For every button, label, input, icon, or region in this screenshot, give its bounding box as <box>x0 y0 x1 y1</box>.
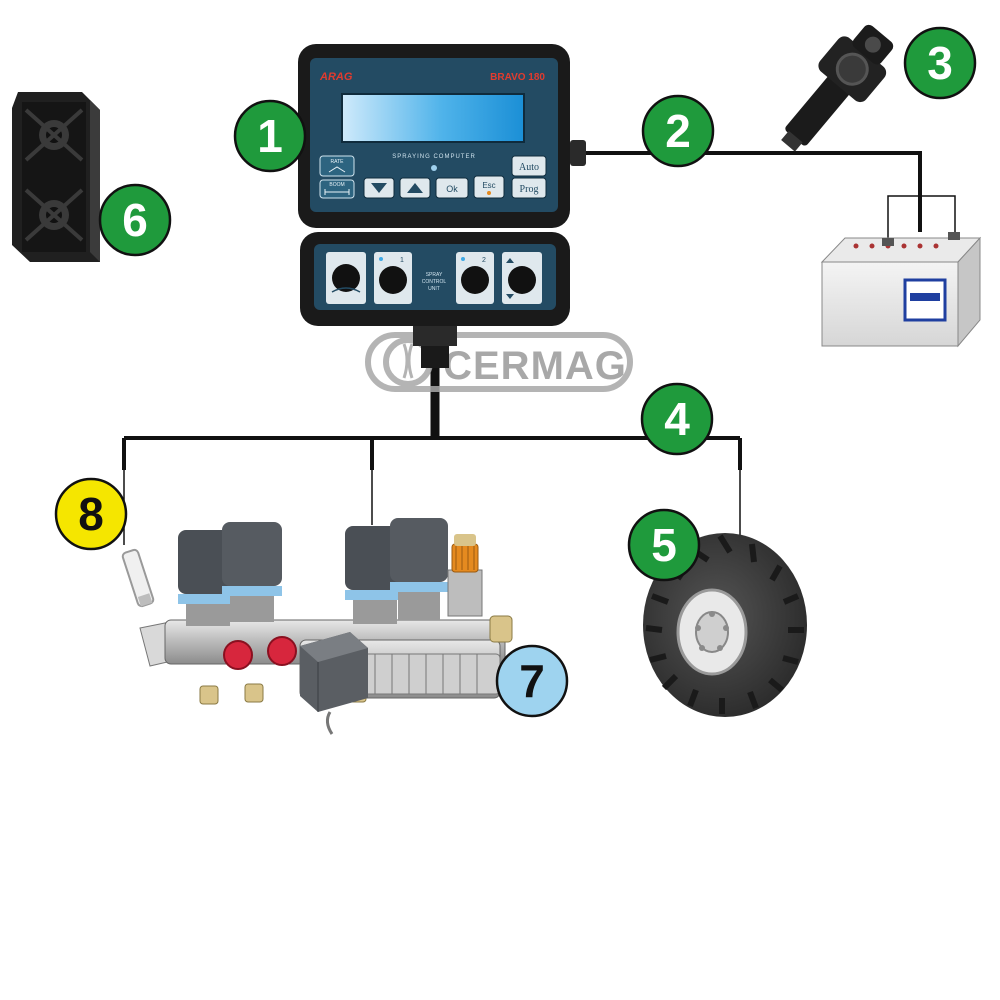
section-switch-2[interactable]: 2 <box>456 252 494 304</box>
section-2-led-icon <box>461 257 465 261</box>
status-led-icon <box>431 165 437 171</box>
computer-model: BRAVO 180 <box>490 72 545 83</box>
svg-text:5: 5 <box>651 519 677 571</box>
svg-text:1: 1 <box>400 257 404 264</box>
manual-valve-knob-2 <box>267 636 297 666</box>
badge-8: 8 <box>54 477 128 551</box>
svg-text:RATE: RATE <box>331 159 345 165</box>
battery-terminal-positive <box>882 238 894 246</box>
cermag-watermark: CERMAG <box>365 332 633 392</box>
pressure-sensor-icon <box>781 24 894 152</box>
valve-actuator-2 <box>222 522 282 622</box>
control-unit-caption-3: UNIT <box>428 286 440 292</box>
rate-button[interactable]: RATE <box>319 155 355 177</box>
auto-button[interactable]: Auto <box>511 155 547 177</box>
prog-button[interactable]: Prog <box>511 177 547 199</box>
svg-text:3: 3 <box>927 37 953 89</box>
svg-text:Ok: Ok <box>446 184 458 194</box>
down-button[interactable] <box>363 177 395 199</box>
valve-actuator-4 <box>390 518 448 620</box>
wheel-icon <box>643 533 807 717</box>
svg-text:1: 1 <box>257 110 283 162</box>
svg-text:6: 6 <box>122 194 148 246</box>
section-switch-1[interactable]: 1 <box>374 252 412 304</box>
svg-text:2: 2 <box>665 105 691 157</box>
watermark-text: CERMAG <box>443 344 627 388</box>
badge-6: 6 <box>98 183 172 257</box>
valve-assembly-icon <box>139 518 513 735</box>
control-unit-caption-1: SPRAY <box>426 272 443 278</box>
badge-1: 1 <box>233 99 307 173</box>
svg-text:4: 4 <box>664 393 690 445</box>
computer-caption: SPRAYING COMPUTER <box>392 154 476 160</box>
pressure-switch[interactable] <box>502 252 542 304</box>
section-1-led-icon <box>379 257 383 261</box>
badge-3: 3 <box>903 26 977 100</box>
badge-4: 4 <box>640 382 714 456</box>
svg-text:2: 2 <box>482 257 486 264</box>
arrow-down-icon <box>371 183 387 193</box>
computer-brand: ARAG <box>319 71 353 83</box>
battery-lead-positive <box>887 195 956 242</box>
spraying-computer: ARAG BRAVO 180 SPRAYING COMPUTER RATE BO… <box>298 44 586 228</box>
ok-button[interactable]: Ok <box>435 177 469 199</box>
badge-7: 7 <box>495 644 569 718</box>
svg-text:7: 7 <box>519 655 545 707</box>
arrow-up-icon <box>407 183 423 193</box>
nozzle-icon <box>328 166 346 173</box>
badge-5: 5 <box>627 508 701 582</box>
lcd-display <box>341 93 525 143</box>
power-connector <box>570 140 586 166</box>
arrow-down-small-icon <box>506 294 514 299</box>
junction-box-icon <box>300 632 368 735</box>
svg-text:BOOM: BOOM <box>329 182 344 188</box>
esc-led-icon <box>487 191 491 195</box>
battery-icon <box>820 232 982 348</box>
speed-sensor-icon <box>121 548 155 608</box>
harness-connector <box>413 326 457 346</box>
spray-control-unit: 1 SPRAY CONTROL UNIT 2 <box>300 232 570 368</box>
manual-valve-knob-1 <box>223 640 253 670</box>
pressure-regulator-icon <box>447 534 483 617</box>
boom-button[interactable]: BOOM <box>319 179 355 199</box>
badge-2: 2 <box>641 94 715 168</box>
esc-button[interactable]: Esc <box>473 175 505 199</box>
boom-width-icon <box>324 189 350 195</box>
battery-terminal-negative <box>948 232 960 240</box>
svg-text:8: 8 <box>78 488 104 540</box>
arrow-up-small-icon <box>506 258 514 263</box>
svg-text:Prog: Prog <box>520 184 539 195</box>
power-cable <box>585 151 922 232</box>
control-unit-caption-2: CONTROL <box>422 279 447 285</box>
up-button[interactable] <box>399 177 431 199</box>
mounting-bracket-icon <box>12 92 100 262</box>
main-switch[interactable] <box>326 252 366 304</box>
svg-text:Auto: Auto <box>519 162 539 173</box>
svg-text:Esc: Esc <box>482 181 495 190</box>
